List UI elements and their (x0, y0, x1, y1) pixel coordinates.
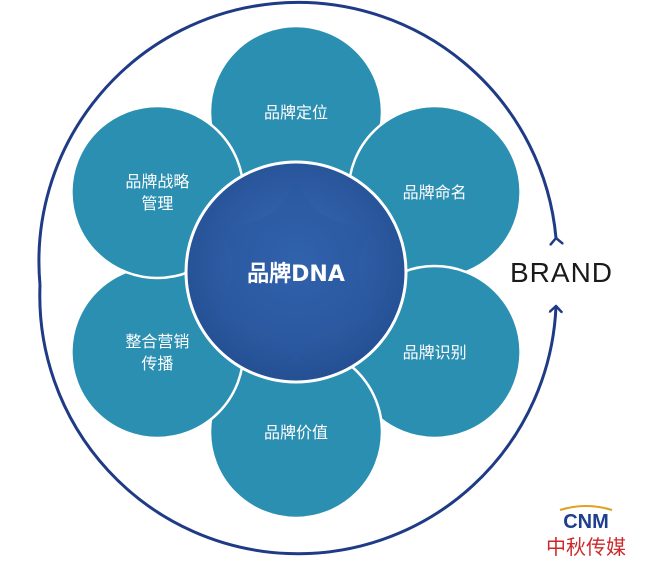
petal-label: 管理 (141, 194, 173, 213)
company-logo: CNM 中秋传媒 (546, 505, 626, 559)
brand-label: BRAND (510, 257, 613, 288)
outer-ring-upper-arc (37, 0, 556, 286)
petal-node: 品牌定位 (208, 24, 384, 200)
petal-label: 传播 (141, 354, 173, 373)
petal-label: 品牌命名 (403, 183, 467, 202)
logo-swoosh (559, 505, 613, 511)
petal-node: 品牌价值 (208, 344, 384, 520)
center-star-shape (216, 180, 376, 364)
petal-label: 品牌战略 (125, 172, 189, 191)
center-node: 品牌DNA (184, 160, 408, 384)
logo-mark: CNM (563, 511, 609, 533)
petal-label: 品牌识别 (403, 343, 467, 362)
petal-label: 品牌价值 (264, 423, 328, 442)
logo-name: 中秋传媒 (546, 535, 626, 559)
petal-label: 整合营销 (125, 332, 189, 351)
outer-ring-lower-arc (38, 284, 556, 556)
center-label: 品牌DNA (247, 261, 345, 287)
petal-label: 品牌定位 (264, 103, 328, 122)
